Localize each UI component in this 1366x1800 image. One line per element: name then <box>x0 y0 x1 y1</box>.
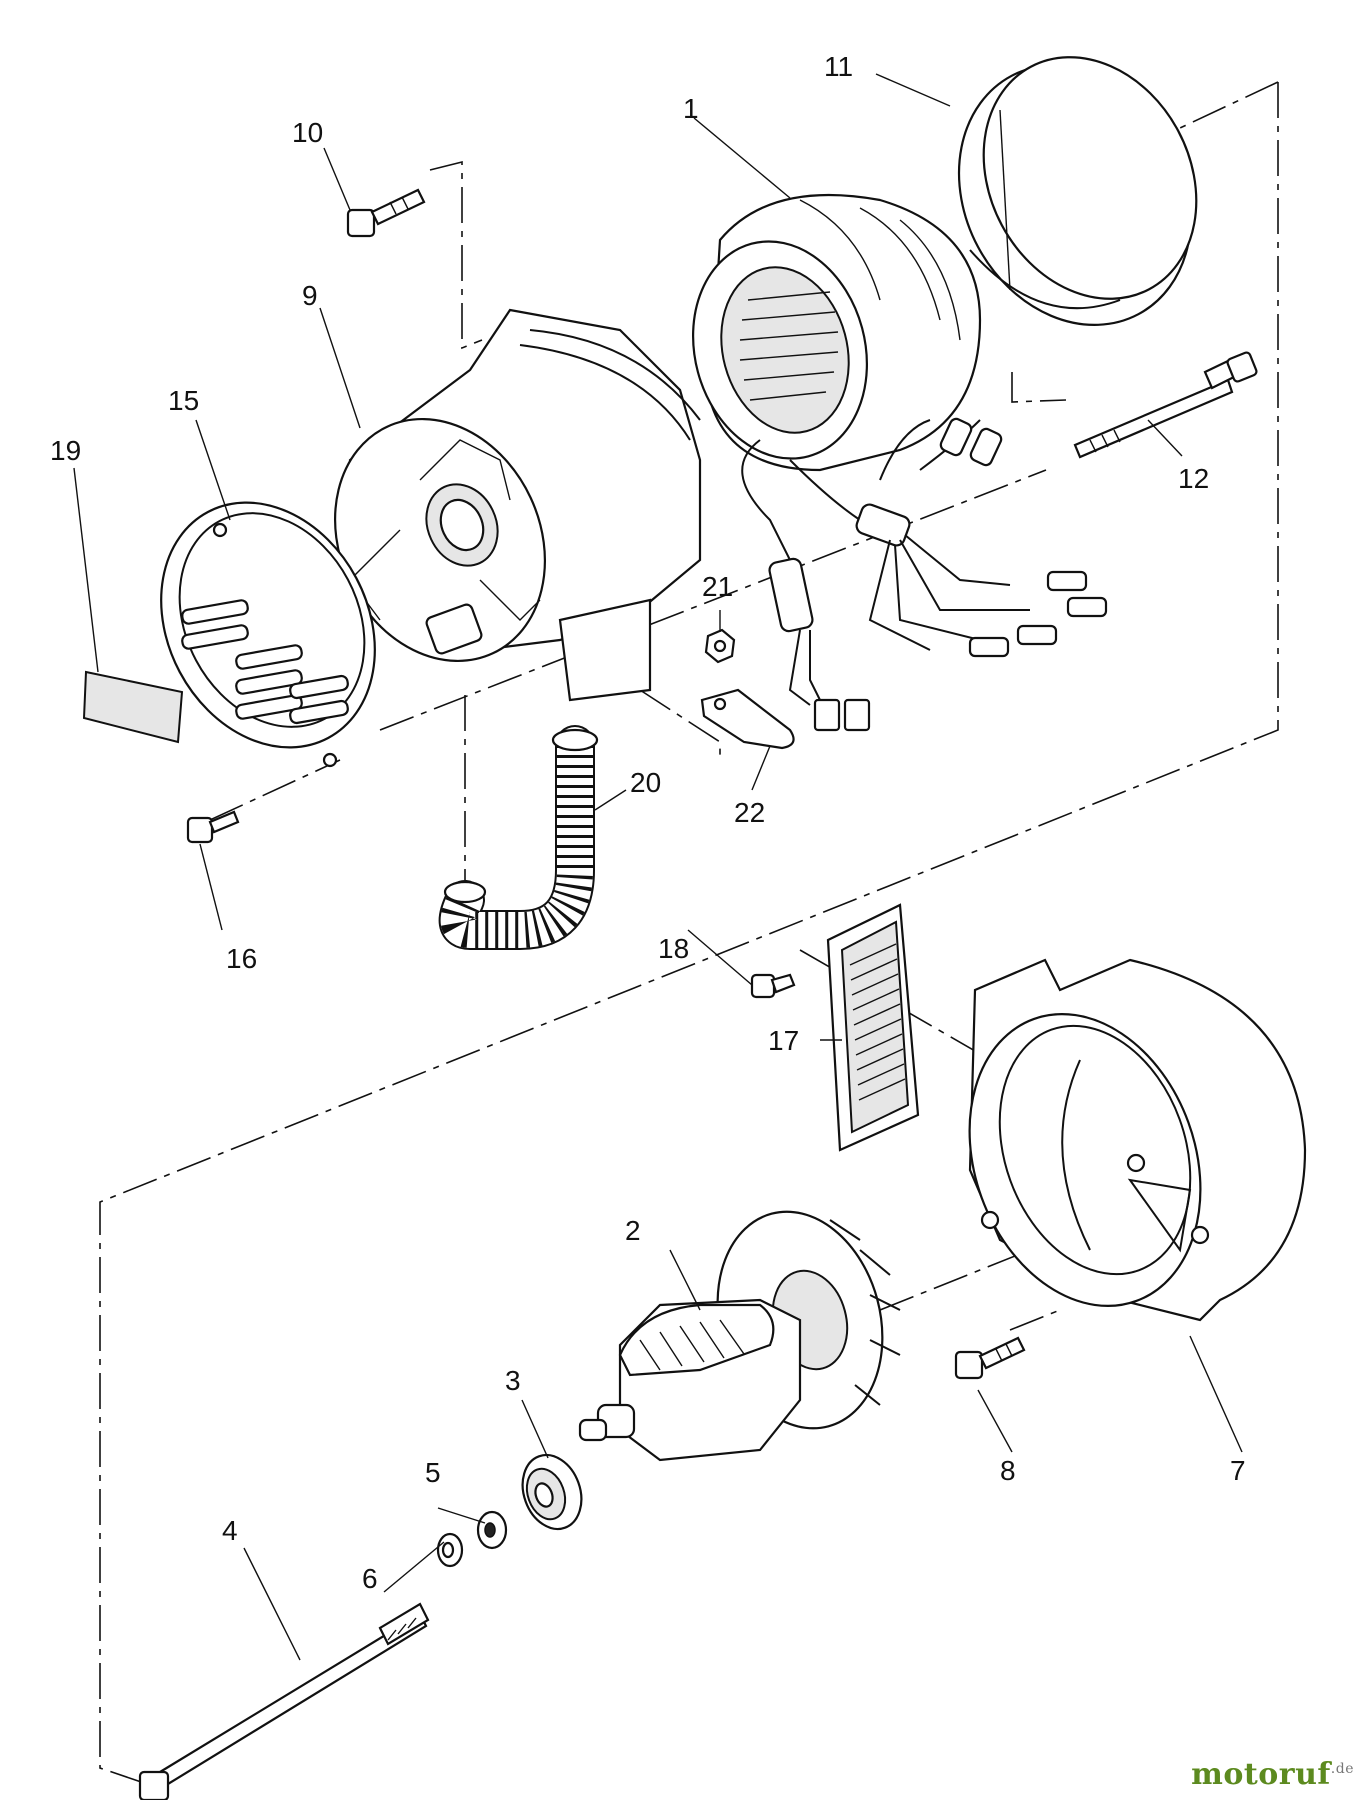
label-16: 16 <box>226 943 257 974</box>
grille-17-part <box>826 903 920 1152</box>
label-19: 19 <box>50 435 81 466</box>
bolt-10-part <box>346 188 426 238</box>
stator-slots <box>739 291 839 401</box>
site-watermark: motoruf.de <box>1191 1757 1354 1792</box>
rotor-windings <box>639 1319 745 1371</box>
leader-lines <box>73 73 1243 1661</box>
label-plate-part <box>82 670 184 744</box>
nut-21-part <box>704 628 736 664</box>
rotor-part <box>578 1210 901 1462</box>
label-8: 8 <box>1000 1455 1016 1486</box>
label-1: 1 <box>683 93 699 124</box>
label-3: 3 <box>505 1365 521 1396</box>
label-21: 21 <box>702 571 733 602</box>
label-7: 7 <box>1230 1455 1246 1486</box>
grille-slots <box>849 943 906 1101</box>
rotor-bolt-part <box>138 1602 430 1800</box>
end-bracket-part <box>333 308 702 702</box>
stator-part <box>692 194 1108 732</box>
screw-18-part <box>750 973 796 999</box>
label-6: 6 <box>362 1563 378 1594</box>
fan-blades <box>829 1219 901 1406</box>
cover-louvers <box>181 599 349 725</box>
label-4: 4 <box>222 1515 238 1546</box>
fan-housing-part <box>968 958 1307 1322</box>
label-20: 20 <box>630 767 661 798</box>
bearing-part <box>521 1453 583 1531</box>
washer-5-part <box>476 1510 508 1550</box>
assembly-centerlines <box>99 81 1279 1786</box>
terminal-22-part <box>700 688 795 750</box>
label-10: 10 <box>292 117 323 148</box>
cover-band-part <box>957 56 1198 327</box>
label-9: 9 <box>302 280 318 311</box>
label-11: 11 <box>824 51 853 82</box>
label-18: 18 <box>658 933 689 964</box>
label-17: 17 <box>768 1025 799 1056</box>
watermark-brand: motoruf <box>1191 1757 1331 1792</box>
label-12: 12 <box>1178 463 1209 494</box>
end-cover-part <box>160 501 376 768</box>
through-bolt-part <box>1073 351 1258 459</box>
screw-16-part <box>186 810 240 844</box>
part-number-labels: 1 2 3 4 5 6 7 8 9 10 11 12 15 16 17 18 1… <box>50 51 1246 1594</box>
label-22: 22 <box>734 797 765 828</box>
lock-washer-6-part <box>436 1532 464 1568</box>
label-15: 15 <box>168 385 199 416</box>
bolt-8-part <box>954 1336 1026 1380</box>
watermark-suffix: .de <box>1330 1761 1354 1777</box>
label-2: 2 <box>625 1215 641 1246</box>
label-5: 5 <box>425 1457 441 1488</box>
hose-part <box>438 725 599 950</box>
